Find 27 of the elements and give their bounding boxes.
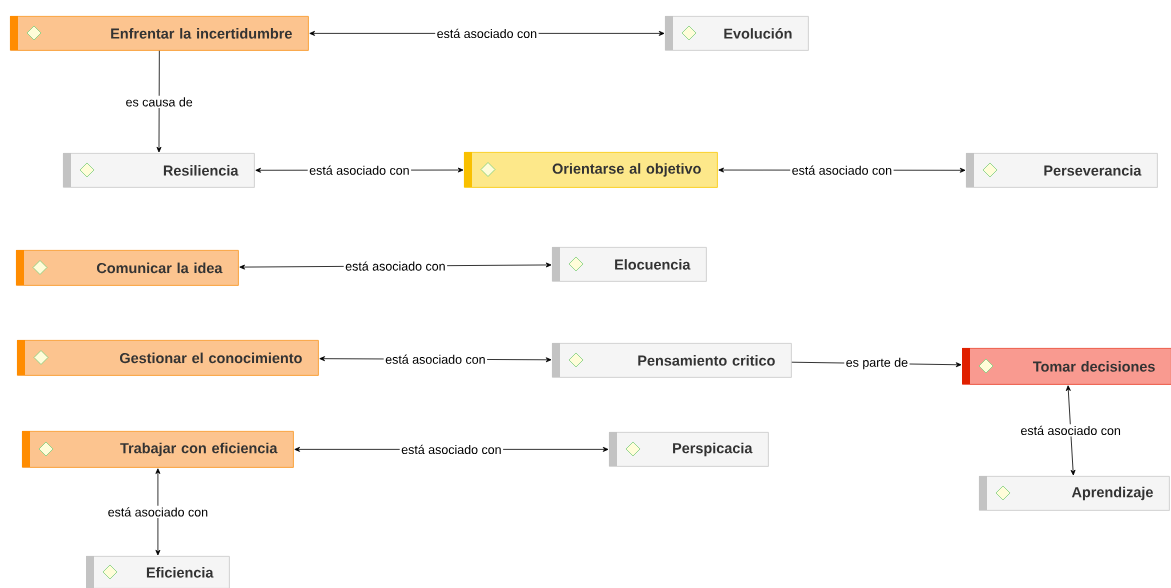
edge-label: está asociado con <box>1021 425 1121 436</box>
edge-label: está asociado con <box>345 261 445 271</box>
concept-box: Elocuencia <box>552 247 707 282</box>
edge-label: está asociado con <box>437 28 537 39</box>
edge-label: está asociado con <box>792 165 892 175</box>
edge-label: está asociado con <box>108 507 208 517</box>
arrow <box>1065 385 1076 476</box>
concept-box: Pensamiento critico <box>552 343 792 378</box>
edge-label: es parte de <box>846 357 908 370</box>
concept-box: Orientarse al objetivo <box>464 152 718 188</box>
arrow <box>155 468 161 556</box>
concept-box: Perspicacia <box>609 432 769 467</box>
concept-box: Tomar decisiones <box>962 348 1171 385</box>
concept-box: Comunicar la idea <box>16 250 239 286</box>
concept-box: Aprendizaje <box>979 476 1170 511</box>
edge-label: es causa de <box>126 97 193 107</box>
concept-box: Evolución <box>665 16 809 51</box>
concept-box: Trabajar con eficiencia <box>22 431 294 468</box>
concept-box: Enfrentar la incertidumbre <box>10 16 309 51</box>
concept-box: Eficiencia <box>86 556 230 588</box>
edge-label: está asociado con <box>385 354 485 364</box>
concept-box: Resiliencia <box>63 153 255 188</box>
concept-box: Perseverancia <box>966 153 1158 188</box>
arrow <box>156 50 162 153</box>
concept-box: Gestionar el conocimiento <box>17 340 319 376</box>
edge-label: está asociado con <box>309 165 409 175</box>
edge-label: está asociado con <box>401 444 501 455</box>
